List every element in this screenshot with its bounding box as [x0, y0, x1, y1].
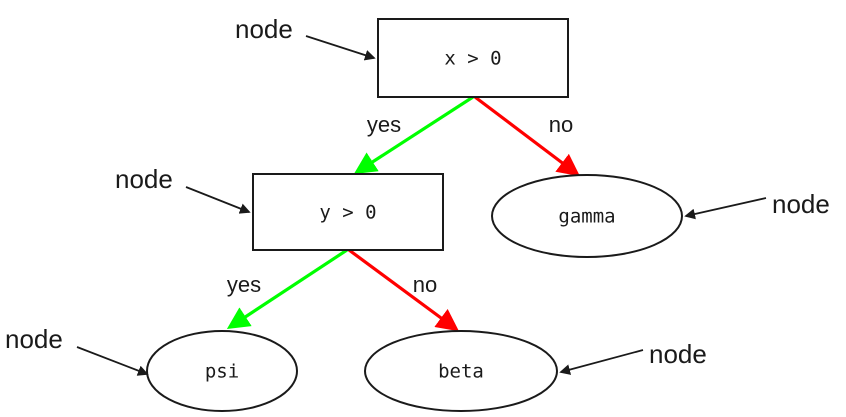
annotation-gamma: node — [684, 189, 830, 220]
node-gamma-shape — [491, 174, 683, 258]
edge-label-yes-upper: yes — [367, 112, 401, 137]
node-inner-shape — [252, 173, 444, 251]
annotation-root: node — [235, 14, 376, 61]
annotation-inner-leader — [185, 186, 251, 214]
node-gamma[interactable]: gamma — [491, 174, 683, 258]
node-root-label: x > 0 — [444, 48, 501, 70]
annotation-root-label: node — [235, 14, 293, 44]
annotation-beta-label: node — [649, 339, 707, 369]
node-beta-shape — [364, 330, 558, 412]
node-psi[interactable]: psi — [146, 330, 298, 412]
edge-group — [226, 95, 580, 332]
node-root-shape — [377, 18, 569, 98]
node-root[interactable]: x > 0 — [377, 18, 569, 98]
edge-label-no-lower: no — [413, 272, 437, 297]
annotation-root-leader — [305, 35, 376, 61]
annotation-gamma-label: node — [772, 189, 830, 219]
node-gamma-label: gamma — [558, 206, 615, 228]
annotation-psi-leader — [76, 346, 149, 376]
annotation-psi: node — [5, 324, 149, 376]
annotation-inner: node — [115, 164, 251, 214]
node-inner-label: y > 0 — [319, 202, 376, 224]
annotation-beta-leader — [559, 349, 644, 375]
edge-label-group: yes no yes no — [227, 112, 573, 297]
edge-inner-to-psi-yes — [226, 248, 348, 330]
node-psi-label: psi — [205, 361, 239, 383]
node-inner[interactable]: y > 0 — [252, 173, 444, 251]
edge-root-to-gamma-no — [474, 95, 580, 177]
annotation-gamma-leader — [684, 197, 767, 220]
annotation-beta: node — [559, 339, 707, 375]
edge-label-yes-lower: yes — [227, 272, 261, 297]
node-beta[interactable]: beta — [364, 330, 558, 412]
edge-root-to-inner-yes — [353, 95, 474, 175]
node-beta-label: beta — [438, 361, 484, 383]
edge-inner-to-beta-no — [348, 248, 460, 332]
annotation-inner-label: node — [115, 164, 173, 194]
annotation-psi-label: node — [5, 324, 63, 354]
edge-label-no-upper: no — [549, 112, 573, 137]
